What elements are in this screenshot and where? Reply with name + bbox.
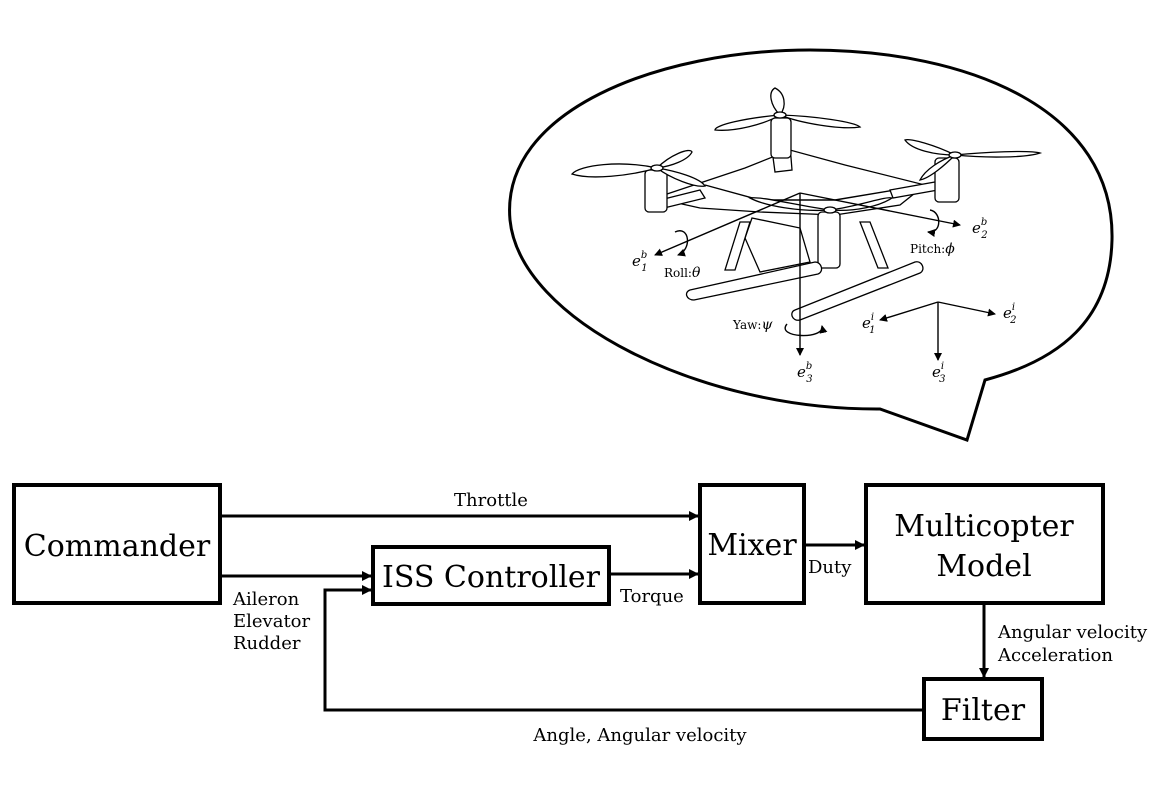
body-axis-e2-arrow (799, 192, 961, 228)
body-axis-e1-arrow (654, 192, 801, 256)
drone-landing-skid-right (791, 261, 924, 321)
commander-block: Commander (12, 483, 222, 605)
mixer-block: Mixer (698, 483, 806, 605)
angular-velocity-label: Angular velocity (997, 622, 1148, 643)
drone-motor-left (644, 169, 668, 213)
throttle-label: Throttle (454, 490, 528, 511)
filter-label: Filter (941, 693, 1026, 728)
torque-label: Torque (620, 586, 684, 607)
drone-landing-strut-left (724, 221, 751, 271)
rudder-label: Rudder (233, 633, 301, 654)
pitch-rotation-arrow (927, 209, 940, 237)
feedback-arrow (323, 585, 922, 712)
acceleration-label: Acceleration (997, 645, 1113, 666)
mixer-label: Mixer (707, 528, 797, 563)
multicopter-model-label-line2: Model (936, 549, 1031, 584)
drone-motor-back (770, 117, 792, 159)
feedback-label: Angle, Angular velocity (532, 725, 747, 746)
drone-landing-strut-right (859, 221, 889, 269)
elevator-label: Elevator (233, 611, 311, 632)
iss-controller-block: ISS Controller (371, 545, 611, 606)
roll-label: Roll:θ (664, 265, 701, 281)
yaw-rotation-arrow (784, 323, 828, 337)
pitch-label: Pitch:ϕ (910, 241, 955, 257)
commander-label: Commander (24, 529, 211, 564)
drone-propeller-left (570, 149, 707, 187)
signal-wires (220, 511, 989, 712)
drone-propeller-front (748, 197, 894, 214)
drone-landing-skid-left (685, 261, 823, 301)
drone-propeller-right (903, 139, 1043, 181)
aileron-label: Aileron (232, 589, 300, 610)
inertial-axis-e1-arrow (879, 301, 939, 322)
duty-label: Duty (808, 557, 852, 578)
drone-propeller-back (714, 87, 862, 131)
drone-motor-front (817, 211, 841, 269)
multicopter-model-label-line1: Multicopter (894, 509, 1074, 544)
filter-block: Filter (922, 677, 1044, 741)
roll-rotation-arrow (674, 230, 689, 257)
multicopter-model-block: Multicopter Model (864, 483, 1105, 605)
iss-controller-label: ISS Controller (382, 560, 601, 595)
speech-bubble (508, 48, 1114, 442)
inertial-axis-e2-arrow (937, 301, 996, 317)
yaw-label: Yaw:ψ (732, 317, 773, 333)
